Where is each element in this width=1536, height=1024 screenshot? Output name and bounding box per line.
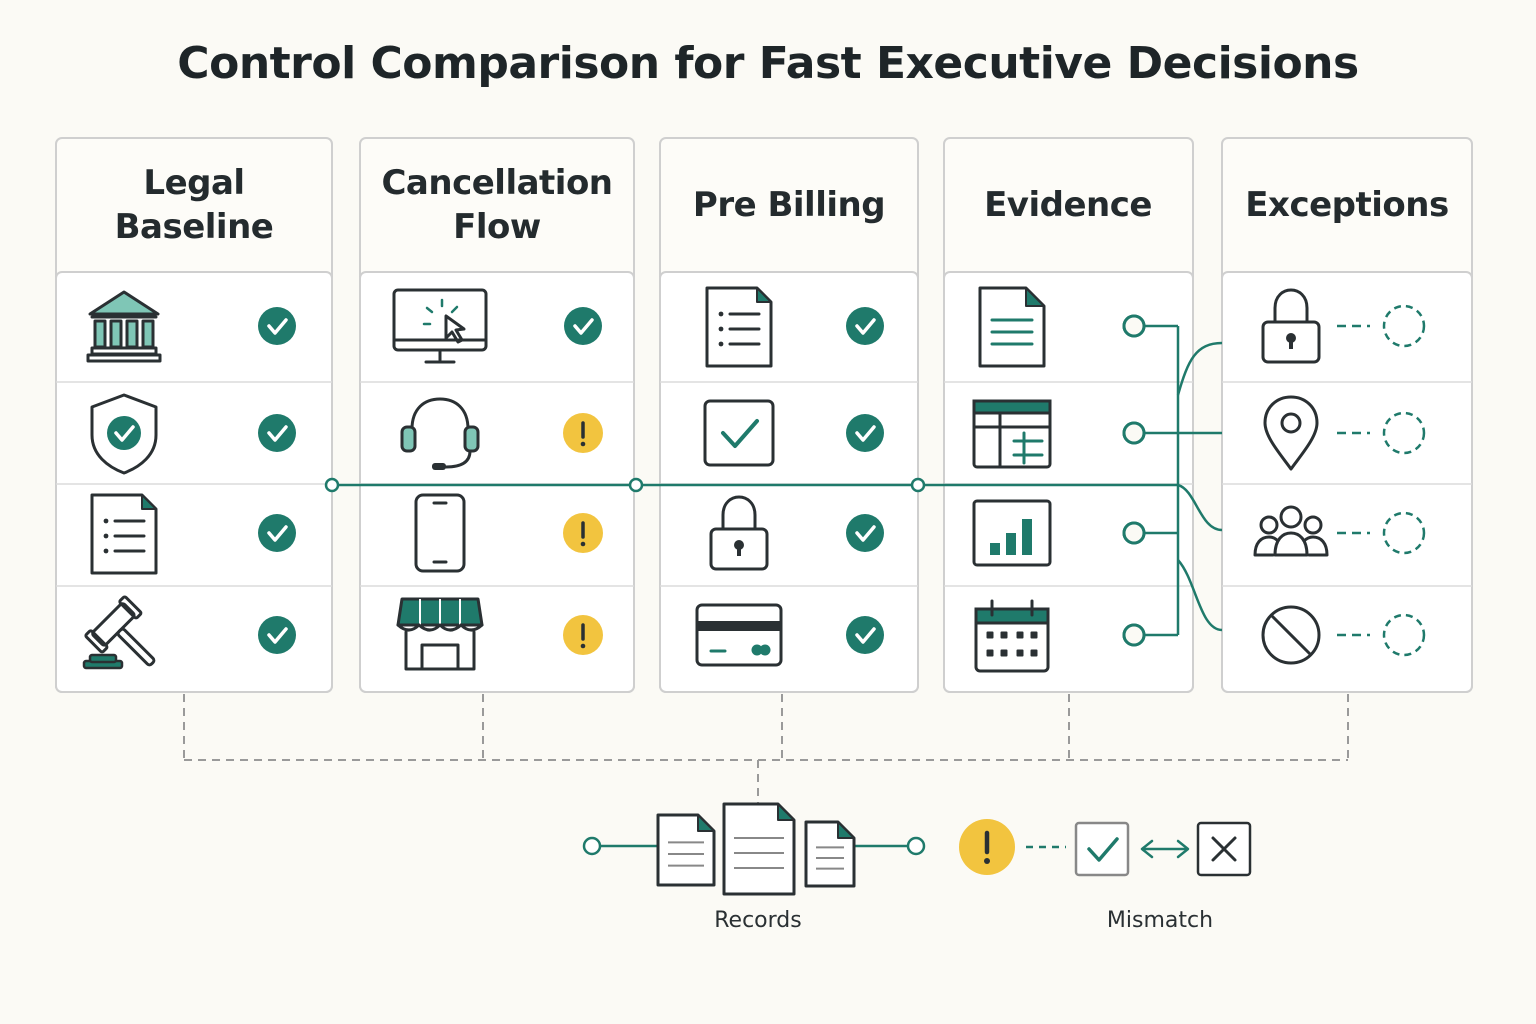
check-status-icon: [258, 616, 296, 654]
warning-icon: [959, 819, 1015, 875]
smartphone-icon: [414, 493, 466, 573]
mismatch-label: Mismatch: [1106, 908, 1214, 933]
check-status-icon: [846, 616, 884, 654]
column-header-pre-billing: Pre Billing: [692, 184, 886, 225]
double-arrow-icon: [1140, 839, 1190, 859]
mismatch-group: [959, 819, 1252, 877]
column-body: [943, 271, 1194, 693]
check-status-icon: [258, 307, 296, 345]
connector-node: [324, 477, 340, 493]
connector-node: [1122, 314, 1146, 338]
warning-status-icon: [563, 615, 603, 655]
dashed-bracket: [183, 694, 1349, 806]
document-list-icon: [705, 286, 773, 368]
store-icon: [396, 597, 484, 671]
connector-node: [1122, 623, 1146, 647]
column-panel-1: [359, 137, 635, 693]
connector-node: [628, 477, 644, 493]
lock-icon: [709, 495, 769, 571]
document-list-icon: [90, 493, 158, 575]
pending-dashed-circle: [1382, 304, 1426, 348]
connector-node: [910, 477, 926, 493]
check-status-icon: [846, 307, 884, 345]
fan-link: [1177, 559, 1223, 632]
document-icon: [978, 286, 1046, 368]
records-label: Records: [714, 908, 802, 933]
bank-icon: [86, 290, 162, 363]
check-status-icon: [846, 414, 884, 452]
gavel-icon: [82, 595, 156, 670]
connector-node: [1122, 521, 1146, 545]
bar-chart-icon: [972, 499, 1052, 567]
prohibited-icon: [1261, 605, 1321, 665]
icons-layer: [82, 286, 1426, 896]
pending-dashed-circle: [1382, 613, 1426, 657]
column-header-exceptions: Exceptions: [1245, 184, 1449, 225]
connector-node: [1122, 421, 1146, 445]
checkbox-icon: [1074, 821, 1130, 877]
user-group-icon: [1253, 505, 1329, 557]
column-body: [1221, 271, 1473, 693]
close-box-icon: [1196, 821, 1252, 877]
fan-link: [1177, 483, 1223, 532]
column-panel-0: [55, 137, 333, 693]
lock-icon: [1261, 288, 1321, 364]
page-title: Control Comparison for Fast Executive De…: [177, 38, 1359, 89]
column-header-evidence: Evidence: [984, 184, 1152, 225]
credit-card-icon: [695, 603, 783, 667]
pending-dashed-circle: [1382, 411, 1426, 455]
panels-layer: [55, 137, 1473, 693]
location-pin-icon: [1263, 395, 1319, 471]
check-status-icon: [258, 514, 296, 552]
check-status-icon: [258, 414, 296, 452]
shield-check-icon: [90, 393, 158, 475]
check-status-icon: [846, 514, 884, 552]
warning-status-icon: [563, 413, 603, 453]
headset-icon: [400, 397, 480, 470]
calendar-icon: [974, 599, 1050, 673]
pending-dashed-circle: [1382, 511, 1426, 555]
checkbox-icon: [703, 399, 775, 467]
check-status-icon: [564, 307, 602, 345]
documents-stack-icon: [582, 802, 926, 896]
monitor-cursor-icon: [392, 288, 488, 364]
table-icon: [972, 399, 1052, 469]
fan-link: [1176, 341, 1223, 396]
column-panel-2: [659, 137, 919, 693]
warning-status-icon: [563, 513, 603, 553]
